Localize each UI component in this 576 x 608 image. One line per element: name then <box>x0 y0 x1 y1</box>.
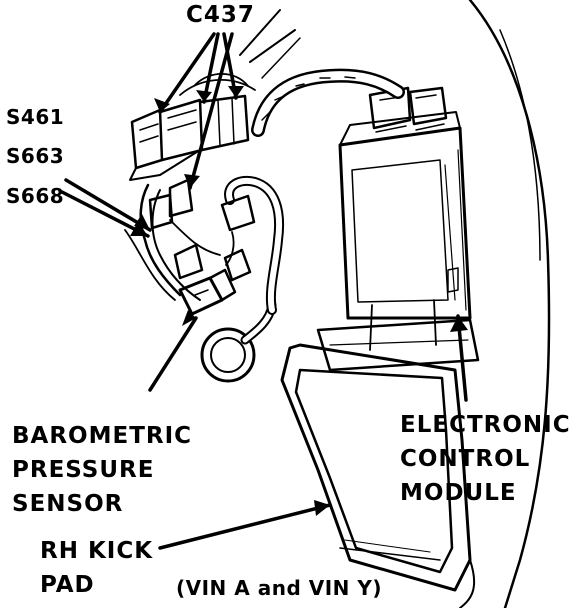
body-panel-edge <box>468 0 551 608</box>
arrow-heads <box>130 86 468 516</box>
c437-connector <box>129 94 250 181</box>
body-panel-inner-edge <box>499 29 541 261</box>
label-vin-note: (VIN A and VIN Y) <box>176 576 382 600</box>
label-s663: S663 <box>6 144 65 168</box>
label-baro-line3: SENSOR <box>12 491 124 517</box>
ecm-box <box>316 111 480 372</box>
wiring-harness <box>179 9 405 137</box>
label-ecm-line3: MODULE <box>400 480 517 506</box>
label-c437: C437 <box>186 2 255 28</box>
label-s461: S461 <box>6 105 65 129</box>
label-s668: S668 <box>6 184 65 208</box>
sensor-hose <box>220 176 285 315</box>
pointer-arrows <box>60 32 468 550</box>
ecm-connectors <box>368 86 448 133</box>
label-baro-line2: PRESSURE <box>12 457 155 483</box>
kick-pad <box>280 343 472 592</box>
label-kick-line2: PAD <box>40 572 95 598</box>
label-ecm-line2: CONTROL <box>400 446 531 472</box>
label-kick-line1: RH KICK <box>40 538 154 564</box>
label-baro-line1: BAROMETRIC <box>12 423 193 449</box>
label-ecm-line1: ELECTRONIC <box>400 412 571 438</box>
splice-wires <box>124 178 221 301</box>
